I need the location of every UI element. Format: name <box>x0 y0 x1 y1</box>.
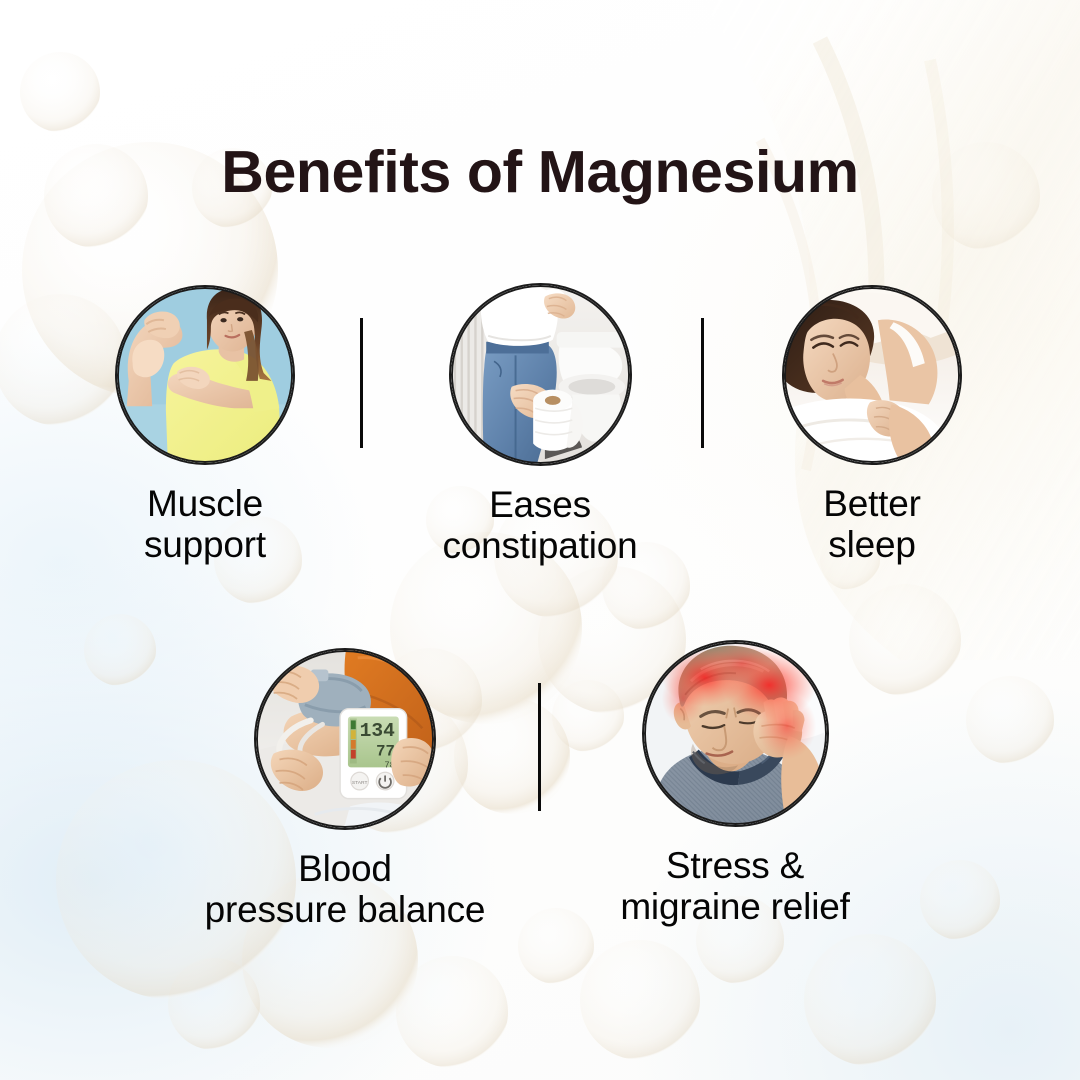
eases-constipation-illustration <box>450 285 630 464</box>
svg-text:134: 134 <box>360 720 395 742</box>
stress-migraine-relief-photo <box>641 640 829 827</box>
better-sleep-illustration <box>784 287 960 463</box>
muscle-support-illustration <box>117 287 293 463</box>
divider-bottom-1 <box>538 683 541 811</box>
blood-pressure-balance-photo: 134 77 78 START <box>254 648 436 830</box>
svg-text:START: START <box>352 780 368 786</box>
divider-top-2 <box>701 318 704 448</box>
benefit-label-better-sleep: Better sleep <box>823 483 921 566</box>
divider-top-1 <box>360 318 363 448</box>
muscle-support-photo <box>115 285 295 465</box>
benefit-card-blood-pressure-balance[interactable]: 134 77 78 START <box>195 648 495 931</box>
svg-text:78: 78 <box>384 760 395 770</box>
stress-migraine-relief-illustration <box>643 642 827 825</box>
page-title: Benefits of Magnesium <box>221 139 859 205</box>
benefit-card-muscle-support[interactable]: Muscle support <box>55 285 355 566</box>
benefit-label-muscle-support: Muscle support <box>143 483 266 566</box>
benefit-card-stress-migraine-relief[interactable]: Stress & migraine relief <box>585 640 885 928</box>
benefit-label-eases-constipation: Eases constipation <box>442 484 638 567</box>
benefit-card-better-sleep[interactable]: Better sleep <box>722 285 1022 566</box>
eases-constipation-photo <box>448 283 632 466</box>
benefit-card-eases-constipation[interactable]: Eases constipation <box>390 283 690 567</box>
svg-text:77: 77 <box>376 743 395 761</box>
benefit-label-stress-migraine-relief: Stress & migraine relief <box>620 845 850 928</box>
better-sleep-photo <box>782 285 962 465</box>
blood-pressure-balance-illustration: 134 77 78 START <box>256 650 434 828</box>
benefit-label-blood-pressure-balance: Blood pressure balance <box>204 848 486 931</box>
